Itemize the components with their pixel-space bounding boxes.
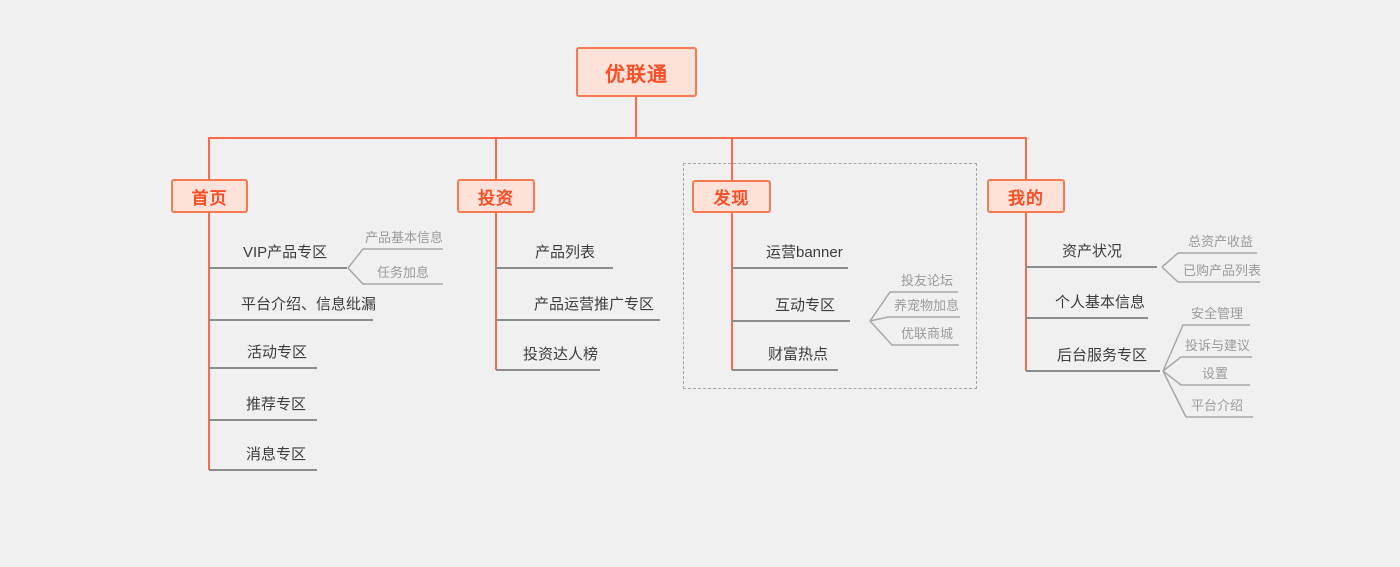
node-backend-service-zone: 后台服务专区	[1057, 347, 1148, 364]
leaf-platform-intro: 平台介绍	[1191, 398, 1244, 413]
leaf-purchased-product-list: 已购产品列表	[1183, 263, 1262, 278]
node-recommend-zone: 推荐专区	[246, 396, 307, 413]
node-asset-status: 资产状况	[1062, 243, 1123, 260]
branch-invest-node: 投资	[457, 179, 535, 213]
node-wealth-hotspot: 财富热点	[768, 346, 829, 363]
leaf-product-basic-info: 产品基本信息	[365, 230, 444, 245]
node-product-list: 产品列表	[535, 244, 596, 261]
leaf-task-interest: 任务加息	[377, 265, 430, 280]
branch-home-node: 首页	[171, 179, 248, 213]
node-personal-info: 个人基本信息	[1055, 294, 1146, 311]
leaf-total-asset-income: 总资产收益	[1188, 234, 1254, 249]
node-vip-product-zone: VIP产品专区	[243, 244, 328, 261]
node-message-zone: 消息专区	[246, 446, 307, 463]
leaf-pet-interest: 养宠物加息	[894, 298, 960, 313]
node-interaction-zone: 互动专区	[775, 297, 836, 314]
node-platform-intro-info: 平台介绍、信息纰漏	[241, 296, 377, 313]
leaf-complaints-suggestions: 投诉与建议	[1185, 338, 1251, 353]
node-activity-zone: 活动专区	[247, 344, 308, 361]
discover-group-outline	[683, 163, 977, 389]
branch-discover-node: 发现	[692, 180, 771, 213]
root-node: 优联通	[576, 47, 697, 97]
leaf-youlian-mall: 优联商城	[901, 326, 954, 341]
node-operation-banner: 运营banner	[766, 244, 843, 261]
node-investor-ranking: 投资达人榜	[523, 346, 599, 363]
leaf-investor-forum: 投友论坛	[901, 273, 954, 288]
leaf-fork-lines	[347, 248, 1260, 418]
item-underlines	[209, 266, 1160, 471]
leaf-security-management: 安全管理	[1191, 306, 1244, 321]
branch-mine-node: 我的	[987, 179, 1065, 213]
node-product-operation-zone: 产品运营推广专区	[534, 296, 655, 313]
orange-tree-lines	[208, 95, 1027, 470]
leaf-settings: 设置	[1202, 366, 1229, 381]
